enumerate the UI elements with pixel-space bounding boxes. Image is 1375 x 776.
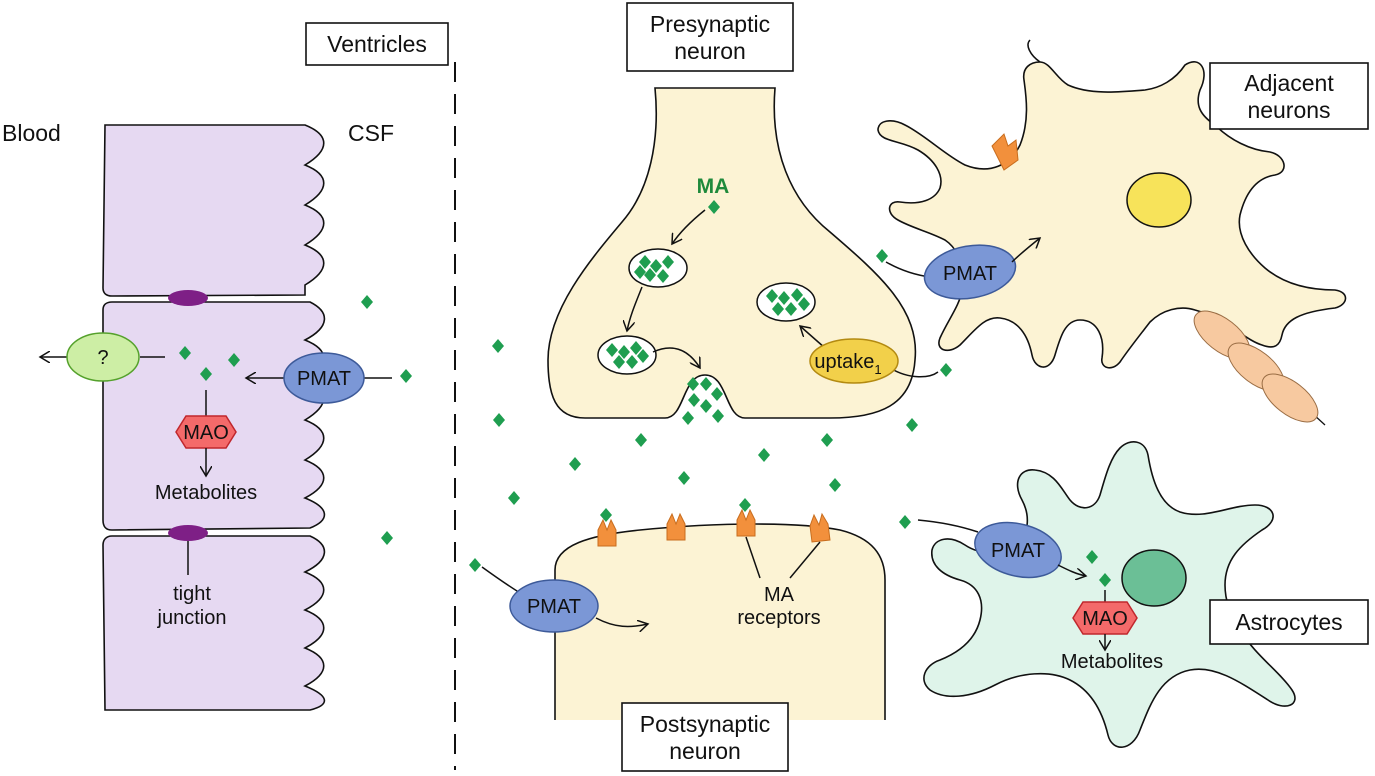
csf-label: CSF — [348, 120, 394, 146]
tight-junction-upper — [168, 290, 208, 306]
pmat-ependymal-label: PMAT — [297, 368, 351, 390]
presynaptic-box: Presynaptic neuron — [626, 2, 794, 72]
mao-astrocyte-label: MAO — [1082, 608, 1128, 630]
ma-receptor — [809, 512, 831, 543]
monoamine — [400, 369, 412, 383]
unknown-transporter — [66, 332, 140, 382]
metabolites-ependymal-label: Metabolites — [155, 482, 257, 504]
monoamine — [758, 448, 770, 462]
monoamine — [940, 363, 952, 377]
astrocyte-nucleus — [1121, 549, 1187, 607]
monoamine — [829, 478, 841, 492]
synaptic-vesicle — [756, 282, 816, 322]
monoamine — [682, 411, 694, 425]
presynaptic-terminal — [547, 87, 917, 419]
pmat-adjacent-label: PMAT — [943, 263, 997, 285]
tight-junction-label-line1: tight — [173, 583, 211, 605]
postsynaptic-label-line1: Postsynaptic — [640, 711, 770, 737]
monoamine — [469, 558, 481, 572]
presynaptic-label-line2: neuron — [674, 38, 746, 64]
monoamine — [688, 393, 700, 407]
monoamine — [821, 433, 833, 447]
monoamine — [569, 457, 581, 471]
ma-receptor — [736, 508, 756, 537]
pmat-astrocyte — [974, 521, 1062, 579]
neuron-nucleus — [1126, 172, 1192, 228]
mao-astrocyte — [1072, 601, 1138, 635]
monoamine — [600, 508, 612, 522]
mao-ependymal — [175, 415, 237, 449]
pmat-adjacent-neuron — [923, 244, 1017, 300]
pmat-ependymal — [283, 352, 365, 404]
astrocyte — [923, 441, 1296, 748]
ma-receptors-label-line1: MA — [764, 584, 795, 606]
monoamine — [712, 409, 724, 423]
synaptic-vesicle — [597, 335, 657, 375]
astrocytes-box: Astrocytes — [1209, 599, 1369, 645]
adjacent-box: Adjacent neurons — [1209, 62, 1369, 130]
presynaptic-label-line1: Presynaptic — [650, 11, 770, 37]
pmat-postsynaptic — [509, 579, 599, 633]
monoamine — [381, 531, 393, 545]
ma-receptor — [666, 512, 686, 541]
pmat-postsynaptic-label: PMAT — [527, 596, 581, 618]
monoamine — [700, 377, 712, 391]
monoamine — [493, 413, 505, 427]
mao-ependymal-label: MAO — [183, 422, 229, 444]
monoamine — [899, 515, 911, 529]
myelinated-axon — [1193, 310, 1326, 426]
postsynaptic-label-line2: neuron — [669, 738, 741, 764]
tight-junction-label-line2: junction — [157, 607, 227, 629]
monoamine — [492, 339, 504, 353]
monoamine — [508, 491, 520, 505]
pmat-astrocyte-label: PMAT — [991, 540, 1045, 562]
ma-receptor-adjacent — [991, 133, 1019, 171]
uptake1-label: uptake1 — [814, 351, 881, 377]
unknown-transporter-label: ? — [97, 347, 108, 369]
monoamine — [700, 399, 712, 413]
synaptic-vesicle — [628, 248, 688, 288]
ma-receptors-label-line2: receptors — [737, 607, 820, 629]
ependymal-cell-bottom — [102, 535, 326, 711]
ependymal-cell-layer — [102, 124, 326, 711]
ependymal-cell-top — [102, 124, 325, 297]
ventricles-label: Ventricles — [327, 31, 427, 57]
ma-receptor — [597, 518, 617, 547]
monoamine — [739, 498, 751, 512]
uptake1-transporter — [809, 338, 899, 384]
adjacent-label-line2: neurons — [1247, 97, 1330, 123]
monoamine — [678, 471, 690, 485]
adjacent-label-line1: Adjacent — [1244, 70, 1334, 96]
monoamine — [906, 418, 918, 432]
astrocytes-label: Astrocytes — [1235, 609, 1342, 635]
ma-label: MA — [697, 175, 730, 198]
monoamine — [876, 249, 888, 263]
monoamine — [361, 295, 373, 309]
metabolites-astrocyte-label: Metabolites — [1061, 651, 1163, 673]
ventricles-box: Ventricles — [305, 22, 449, 66]
postsynaptic-box: Postsynaptic neuron — [621, 702, 789, 772]
blood-label: Blood — [2, 120, 61, 146]
monoamine — [711, 387, 723, 401]
monoamine — [635, 433, 647, 447]
tight-junction-lower — [168, 525, 208, 541]
